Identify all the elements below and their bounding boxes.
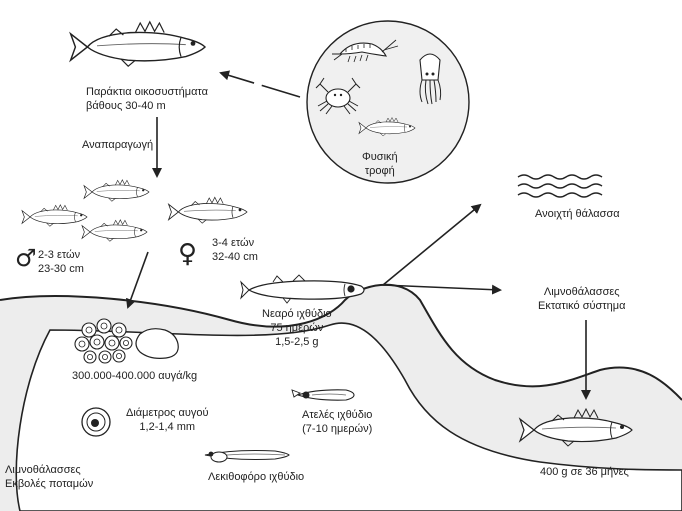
arrow-reproduction-to-eggs: [126, 251, 149, 309]
harvest-label: 400 g σε 36 μήνες: [540, 466, 629, 478]
crab-icon: [315, 77, 361, 115]
arrow-juvenile-to-lagoons: [382, 284, 502, 295]
arrow-food-to-coastal: [219, 70, 301, 98]
coastal-line-1: Παράκτια οικοσυστήματα: [86, 86, 208, 98]
lagoons-extensive-label: Λιμνοθάλασσες Εκτατικό σύστημα: [538, 286, 626, 312]
imperfect-fry-icon: [291, 389, 355, 401]
male-symbol: ♂: [15, 244, 37, 272]
yolk-sac-fry-icon: [204, 449, 290, 463]
juvenile-label: Νεαρό ιχθύδιο 75 ημερών 1,5-2,5 g: [262, 308, 332, 348]
coastal-label: Παράκτια οικοσυστήματα βάθους 30-40 m: [86, 85, 208, 113]
natural-food-label: Φυσική τροφή: [362, 151, 398, 177]
open-sea-label: Ανοιχτή θάλασσα: [535, 208, 620, 220]
single-egg-icon: [81, 407, 111, 437]
squid-icon: [419, 53, 442, 105]
spawning-fish-3-icon: [81, 219, 148, 242]
female-symbol: ♀: [178, 239, 198, 269]
waves-icon: [517, 174, 603, 198]
arrow-juvenile-to-open-sea: [382, 203, 482, 286]
egg-cluster-icon: [74, 318, 133, 364]
spawning-fish-2-icon: [21, 204, 88, 227]
yolk-sac-fry-label: Λεκιθοφόρο ιχθύδιο: [208, 471, 305, 483]
egg-diameter-label: Διάμετρος αυγού 1,2-1,4 mm: [126, 407, 209, 433]
eggs-per-kg-label: 300.000-400.000 αυγά/kg: [72, 370, 198, 382]
shrimp-icon: [332, 39, 399, 63]
adult-fish-coastal-icon: [69, 21, 206, 67]
juvenile-fish-icon: [240, 274, 365, 304]
lagoons-estuaries-label: Λιμνοθάλασσες Εκβολές ποταμών: [5, 464, 94, 490]
coastal-line-2: βάθους 30-40 m: [86, 100, 166, 112]
female-label: 3-4 ετών 32-40 cm: [212, 237, 258, 263]
male-label: 2-3 ετών 23-30 cm: [38, 249, 84, 275]
reproduction-label: Αναπαραγωγή: [82, 139, 154, 151]
egg-mass-icon: [135, 328, 179, 359]
estuary-basin: [15, 322, 682, 511]
imperfect-fry-label: Ατελές ιχθύδιο (7-10 ημερών): [302, 409, 373, 435]
spawning-fish-1-icon: [83, 179, 150, 202]
spawning-fish-4-icon: [168, 196, 248, 224]
